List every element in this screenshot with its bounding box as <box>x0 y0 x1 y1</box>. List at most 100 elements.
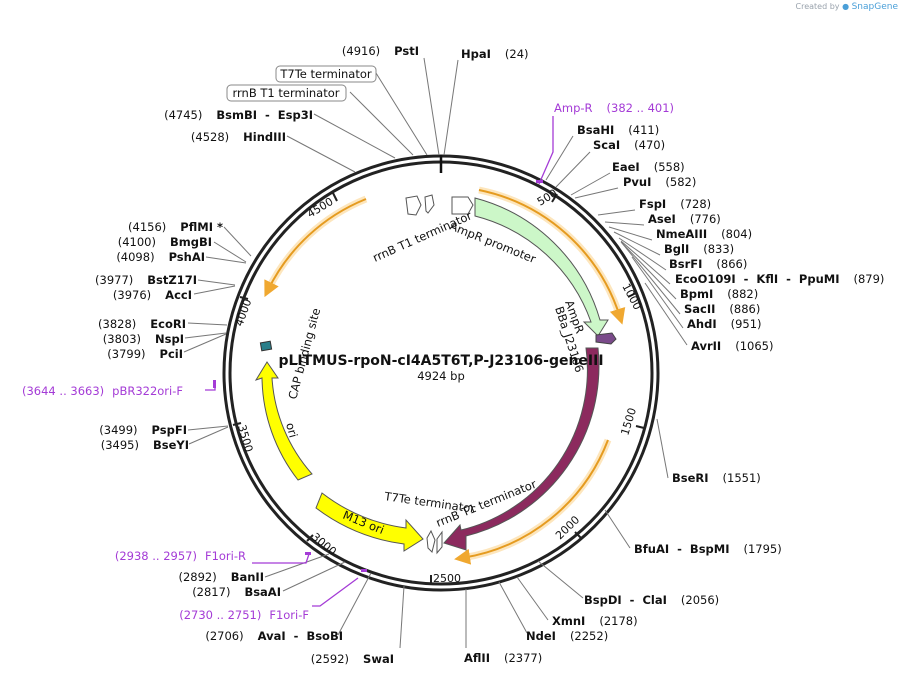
leader-avrii <box>644 282 688 346</box>
leader-ecori <box>187 322 228 326</box>
enzyme-swai: (2592)SwaI <box>311 652 394 666</box>
enzyme-ecoo109i-kfli-ppumi: EcoO109I - KflI - PpuMI(879) <box>675 272 884 286</box>
leader-hindiii <box>286 135 356 173</box>
feature-m13-ori <box>315 492 424 552</box>
enzyme-labels-right: HpaI(24) BsaHI(411) ScaI(470) EaeI(558) … <box>461 47 884 665</box>
leader-asei <box>604 221 645 226</box>
tick-mark-1500 <box>635 425 645 429</box>
enzyme-avrii: AvrII(1065) <box>691 339 773 353</box>
tick-mark-2000 <box>574 531 582 539</box>
enzyme-pcii: (3799)PciI <box>107 347 183 361</box>
leader-xmni <box>516 576 549 621</box>
enzyme-bstz17i: (3977)BstZ17I <box>95 273 197 287</box>
leader-bfuai <box>604 509 631 549</box>
enzyme-ndei: NdeI(2252) <box>526 629 608 643</box>
tick-label-1500: 1500 <box>618 406 639 437</box>
enzyme-fspi: FspI(728) <box>639 197 711 211</box>
leader-psti <box>423 57 440 156</box>
label-t7te-right: T7Te terminator <box>383 489 477 516</box>
label-ori: ori <box>283 421 300 439</box>
enzyme-pflmi: (4156)PflMI * <box>128 220 223 234</box>
leader-ecoo109i <box>620 240 671 285</box>
leader-pvui <box>574 187 619 199</box>
enzyme-avai-bsobi: (2706)AvaI - BsoBI <box>205 629 343 643</box>
enzyme-sacii: SacII(886) <box>684 302 760 316</box>
feature-m13-gene-iii <box>443 347 600 551</box>
tick-mark-3500 <box>232 422 242 426</box>
primer-f1ori-r-label: (2938 .. 2957)F1ori-R <box>115 549 246 563</box>
enzyme-aflii: AflII(2377) <box>464 651 542 665</box>
leader-nmeaiii <box>608 226 653 241</box>
leader-bseri <box>656 418 669 479</box>
tick-label-2500: 2500 <box>433 572 461 585</box>
leader-banii <box>264 553 330 578</box>
feature-bba-j23106 <box>595 332 617 345</box>
boxed-label-t7te-frame <box>275 65 377 83</box>
orf-arc-ampr <box>478 189 626 325</box>
primer-f1ori-f-mark <box>361 569 367 572</box>
feature-t7te-terminator-right <box>426 529 436 553</box>
enzyme-scai: ScaI(470) <box>593 138 665 152</box>
enzyme-nmeaiii: NmeAIII(804) <box>656 227 752 241</box>
enzyme-bsahi: BsaHI(411) <box>577 123 659 137</box>
tick-mark-3000 <box>306 534 314 542</box>
leader-pcii <box>183 333 227 353</box>
feature-ampr-promoter-start <box>451 196 474 215</box>
enzyme-bsrfi: BsrFI(866) <box>669 257 747 271</box>
credit-prefix: Created by <box>795 2 840 11</box>
enzyme-pvui: PvuI(582) <box>623 175 696 189</box>
leader-pshai <box>205 256 247 264</box>
leader-sacii <box>621 242 681 315</box>
leader-lines-right <box>443 59 688 648</box>
enzyme-psti: (4916)PstI <box>342 44 419 58</box>
leader-bsaai <box>282 561 346 592</box>
leader-bpmi <box>620 241 677 300</box>
enzyme-asei: AseI(776) <box>648 212 721 226</box>
enzyme-ahdi: AhdI(951) <box>687 317 762 331</box>
leader-hpai <box>443 59 459 156</box>
tick-mark-4500 <box>332 192 338 202</box>
enzyme-labels-left: (4916)PstI (4745)BsmBI - Esp3I (4528)Hin… <box>95 44 419 666</box>
enzyme-bspdi-clai: BspDI - ClaI(2056) <box>584 593 719 607</box>
enzyme-bmgbi: (4100)BmgBI <box>118 235 212 249</box>
enzyme-bseyi: (3495)BseYI <box>101 438 189 452</box>
snapgene-logo-icon: ● <box>842 2 850 11</box>
snapgene-credit: Created by ● SnapGene <box>796 2 899 12</box>
leader-avai <box>337 572 372 636</box>
primer-amp-r-line <box>538 116 554 185</box>
leader-bgli <box>613 231 661 256</box>
primer-f1ori-f-label: (2730 .. 2751)F1ori-F <box>179 608 309 622</box>
feature-t7te-terminator-left <box>424 194 435 214</box>
enzyme-bsaai: (2817)BsaAI <box>192 585 281 599</box>
leader-bstz17i <box>197 279 236 286</box>
enzyme-xmni: XmnI(2178) <box>552 614 638 628</box>
primer-amp-r-mark <box>536 180 543 183</box>
enzyme-banii: (2892)BanII <box>178 570 264 584</box>
feature-cap-binding-site <box>259 340 273 352</box>
feature-rrnb-t1-terminator-left <box>405 195 422 216</box>
primer-amp-r-label: Amp-R(382 .. 401) <box>554 101 674 115</box>
feature-rrnb-t1-terminator-right <box>436 530 443 555</box>
leader-swai <box>399 585 405 649</box>
plasmid-length: 4924 bp <box>417 369 465 383</box>
label-rrnb-t1-left: rrnB T1 terminator <box>371 208 475 264</box>
enzyme-ecori: (3828)EcoRI <box>98 317 186 331</box>
enzyme-bpmi: BpmI(882) <box>680 287 758 301</box>
leader-bsahi <box>545 135 574 181</box>
boxed-label-rrnb: rrnB T1 terminator <box>233 86 340 100</box>
enzyme-nspi: (3803)NspI <box>103 332 184 346</box>
leader-bspdi <box>537 560 584 599</box>
primer-f1ori-r-line <box>252 553 310 564</box>
leader-pspfi <box>187 425 229 431</box>
tick-mark-500 <box>551 193 558 203</box>
tick-mark-1000 <box>627 292 637 298</box>
leader-bseyi <box>188 426 229 445</box>
primer-f1ori-r-mark <box>305 552 311 555</box>
enzyme-bgli: BglI(833) <box>664 242 734 256</box>
boxed-label-rrnb-frame <box>226 84 347 102</box>
boxed-label-t7te: T7Te terminator <box>279 67 372 81</box>
orf-arc-left <box>264 198 367 298</box>
enzyme-bfuai-bspmi: BfuAI - BspMI(1795) <box>634 542 782 556</box>
plasmid-name: pLITMUS-rpoN-cI4A5T6T,P-J23106-geneIII <box>278 353 603 369</box>
